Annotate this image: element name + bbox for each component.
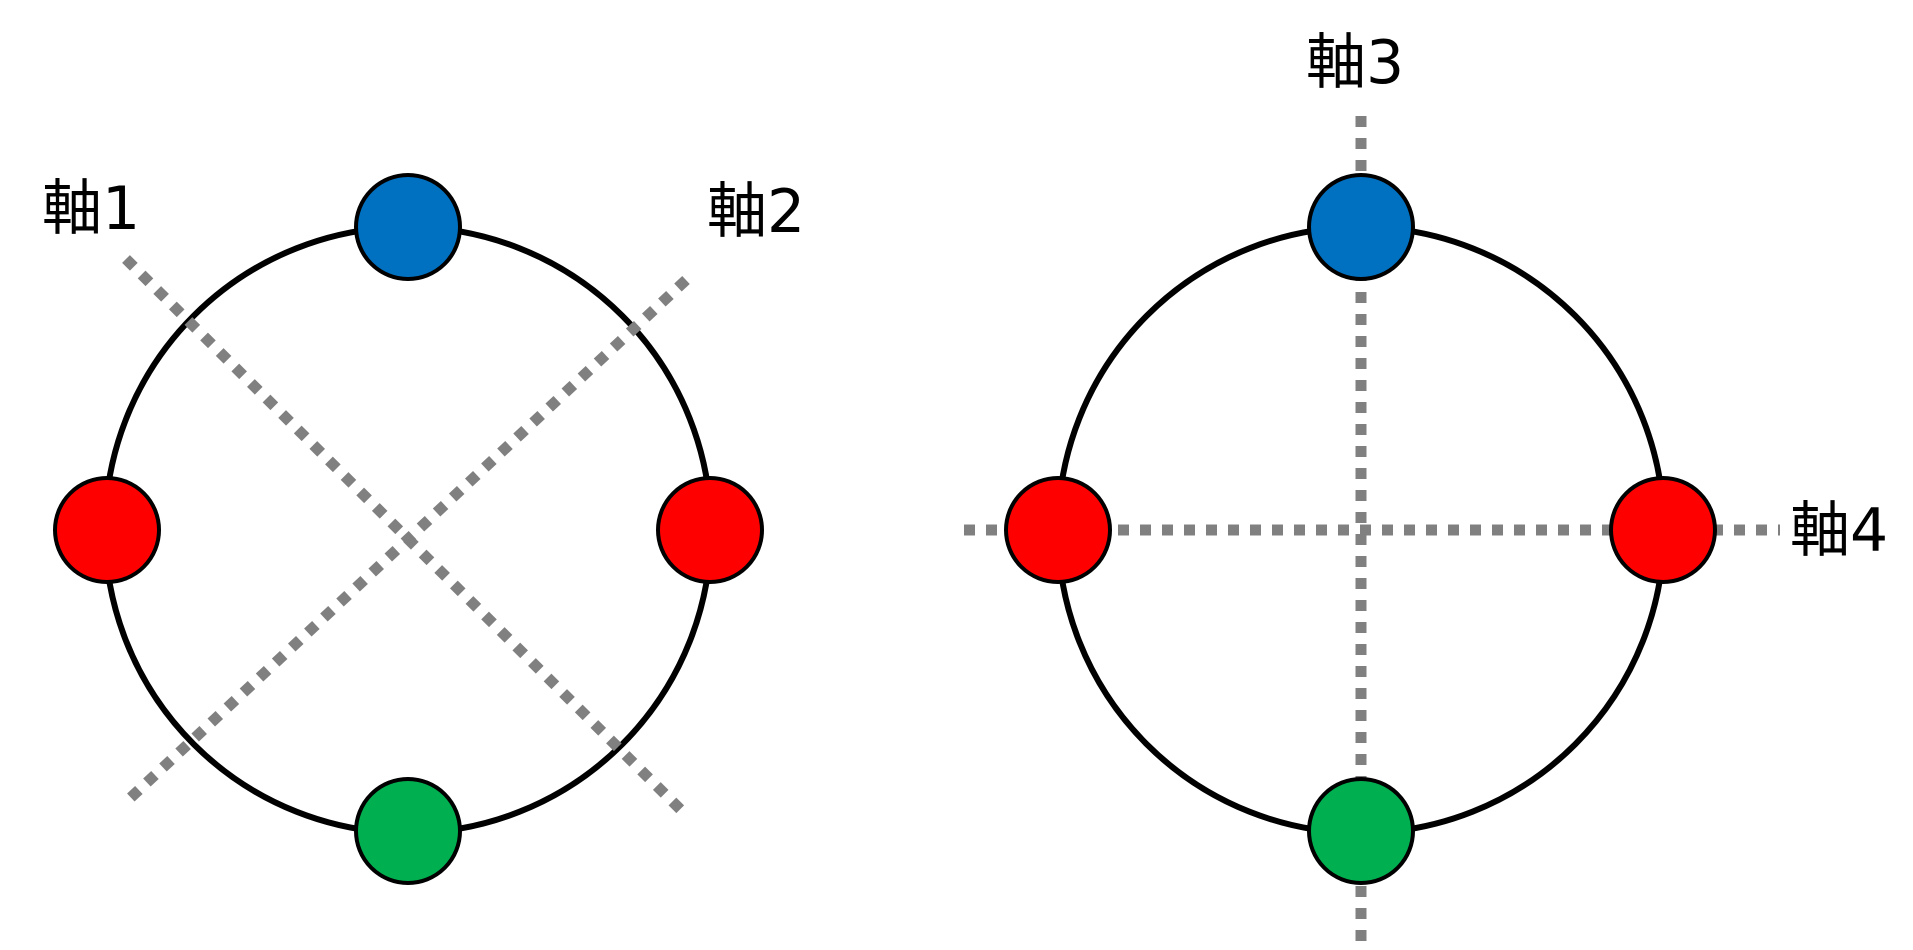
- axis-1-label: 軸1: [42, 174, 140, 244]
- node-right-left-diagram: [656, 476, 764, 584]
- node-left-right-diagram: [1004, 476, 1112, 584]
- axis-3-label: 軸3: [1306, 28, 1404, 98]
- axis-2-line: [122, 275, 690, 807]
- diagram-right: 軸3 軸4: [964, 28, 1888, 950]
- node-bottom-right-diagram: [1307, 777, 1415, 885]
- axis-2-label: 軸2: [707, 177, 805, 247]
- node-top-right-diagram: [1307, 173, 1415, 281]
- node-right-right-diagram: [1609, 476, 1717, 584]
- node-left-left-diagram: [53, 476, 161, 584]
- node-bottom-left-diagram: [354, 777, 462, 885]
- diagram-left: 軸1 軸2: [42, 173, 805, 885]
- axis-4-label: 軸4: [1790, 496, 1888, 566]
- node-top-left-diagram: [354, 173, 462, 281]
